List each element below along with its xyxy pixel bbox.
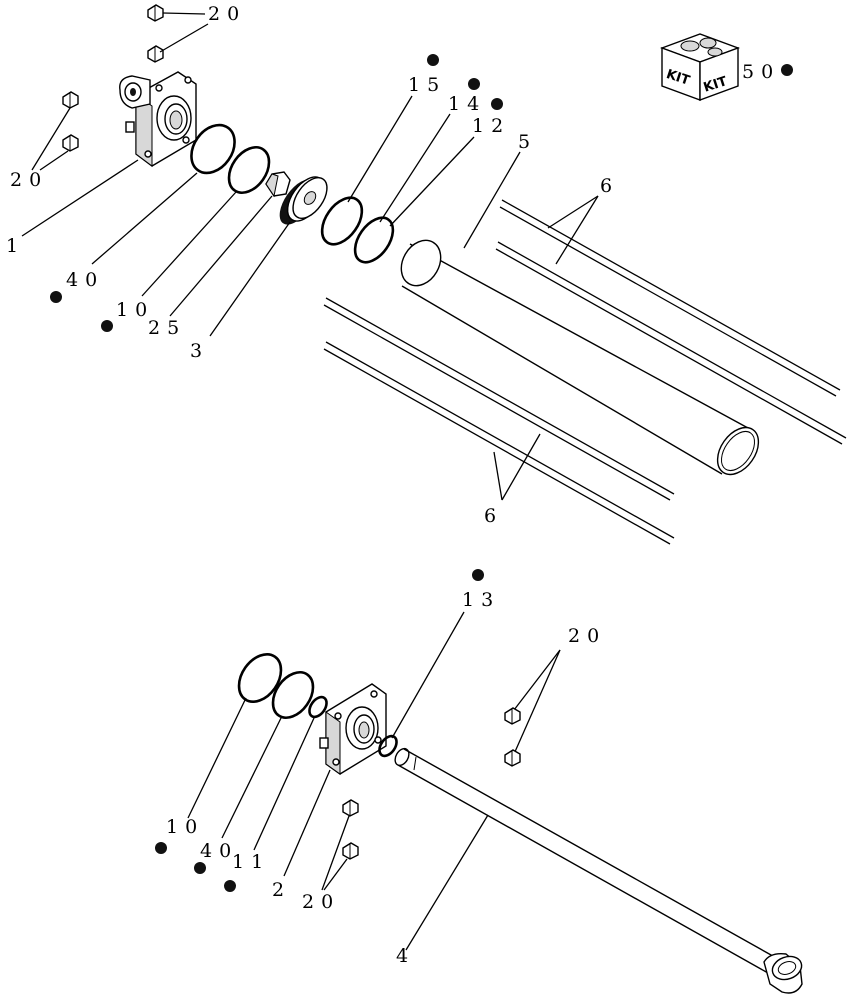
hex-nut-left-2 (62, 134, 79, 152)
o-ring-part-10-top (227, 146, 271, 194)
callout-5: 5 (518, 131, 537, 153)
callout-40-top: 40 (66, 269, 104, 291)
kit-marker-dot-40-bottom (194, 862, 206, 874)
kit-marker-dot-12 (491, 98, 503, 110)
o-ring-part-40-bottom (271, 671, 315, 719)
tie-rod-part-6-c (323, 297, 675, 501)
piston-part-3 (279, 176, 328, 225)
kit-marker-dot-10-top (101, 320, 113, 332)
kit-box-face-left: KIT (664, 67, 691, 89)
callout-50: 50 (742, 61, 780, 83)
callout-20-top: 20 (208, 3, 246, 25)
kit-marker-dot-50 (781, 64, 793, 76)
hex-nut-left-1 (62, 91, 79, 109)
o-ring-part-10-bottom (237, 653, 283, 703)
callout-6-top: 6 (600, 175, 619, 197)
kit-marker-dot-15 (427, 54, 439, 66)
hex-nut-top-1 (147, 4, 164, 22)
callout-2: 2 (272, 879, 291, 901)
callout-12: 12 (472, 115, 510, 137)
kit-box-face-right: KIT (702, 74, 729, 96)
wiper-part-11 (308, 695, 328, 719)
callout-10-bottom: 10 (166, 816, 204, 838)
hex-nut-bottom-1 (342, 799, 359, 817)
tie-rod-part-6-d (323, 341, 675, 545)
kit-marker-dot-40-top (50, 291, 62, 303)
kit-marker-dot-10-bottom (155, 842, 167, 854)
callout-3: 3 (190, 340, 209, 362)
hex-nut-right-1 (504, 707, 521, 725)
callout-25: 25 (148, 317, 186, 339)
hex-nut-top-2 (147, 45, 164, 63)
callout-6-bottom: 6 (484, 505, 503, 527)
base-end-cap-part-1 (119, 71, 197, 167)
piston-rod-part-4 (394, 747, 803, 994)
kit-marker-dot-13 (472, 569, 484, 581)
seal-part-14 (353, 216, 395, 264)
piston-nut-part-25 (265, 171, 291, 198)
hex-nut-right-2 (504, 749, 521, 767)
callout-40-bottom: 40 (200, 840, 238, 862)
callout-15: 15 (408, 74, 446, 96)
callout-4: 4 (396, 945, 415, 967)
callout-14: 14 (448, 93, 486, 115)
rod-seal-part-13 (378, 734, 398, 758)
callout-10-top: 10 (116, 299, 154, 321)
hex-nut-bottom-2 (342, 842, 359, 860)
o-ring-part-40-top (190, 123, 236, 175)
kit-box-icon: KIT KIT (659, 33, 741, 102)
kit-marker-dot-11 (224, 880, 236, 892)
callout-20-left: 20 (10, 169, 48, 191)
callout-20-bottom: 20 (302, 891, 340, 913)
callout-20-right: 20 (568, 625, 606, 647)
callout-13: 13 (462, 589, 500, 611)
seal-part-15 (320, 196, 364, 246)
tie-rod-part-6-b (495, 241, 847, 445)
callout-11: 11 (232, 851, 270, 873)
tie-rod-part-6-a (499, 199, 841, 397)
rod-end-cap-part-2 (319, 683, 387, 775)
kit-marker-dot-14 (468, 78, 480, 90)
cylinder-barrel-part-5 (400, 239, 760, 476)
callout-1: 1 (6, 235, 25, 257)
